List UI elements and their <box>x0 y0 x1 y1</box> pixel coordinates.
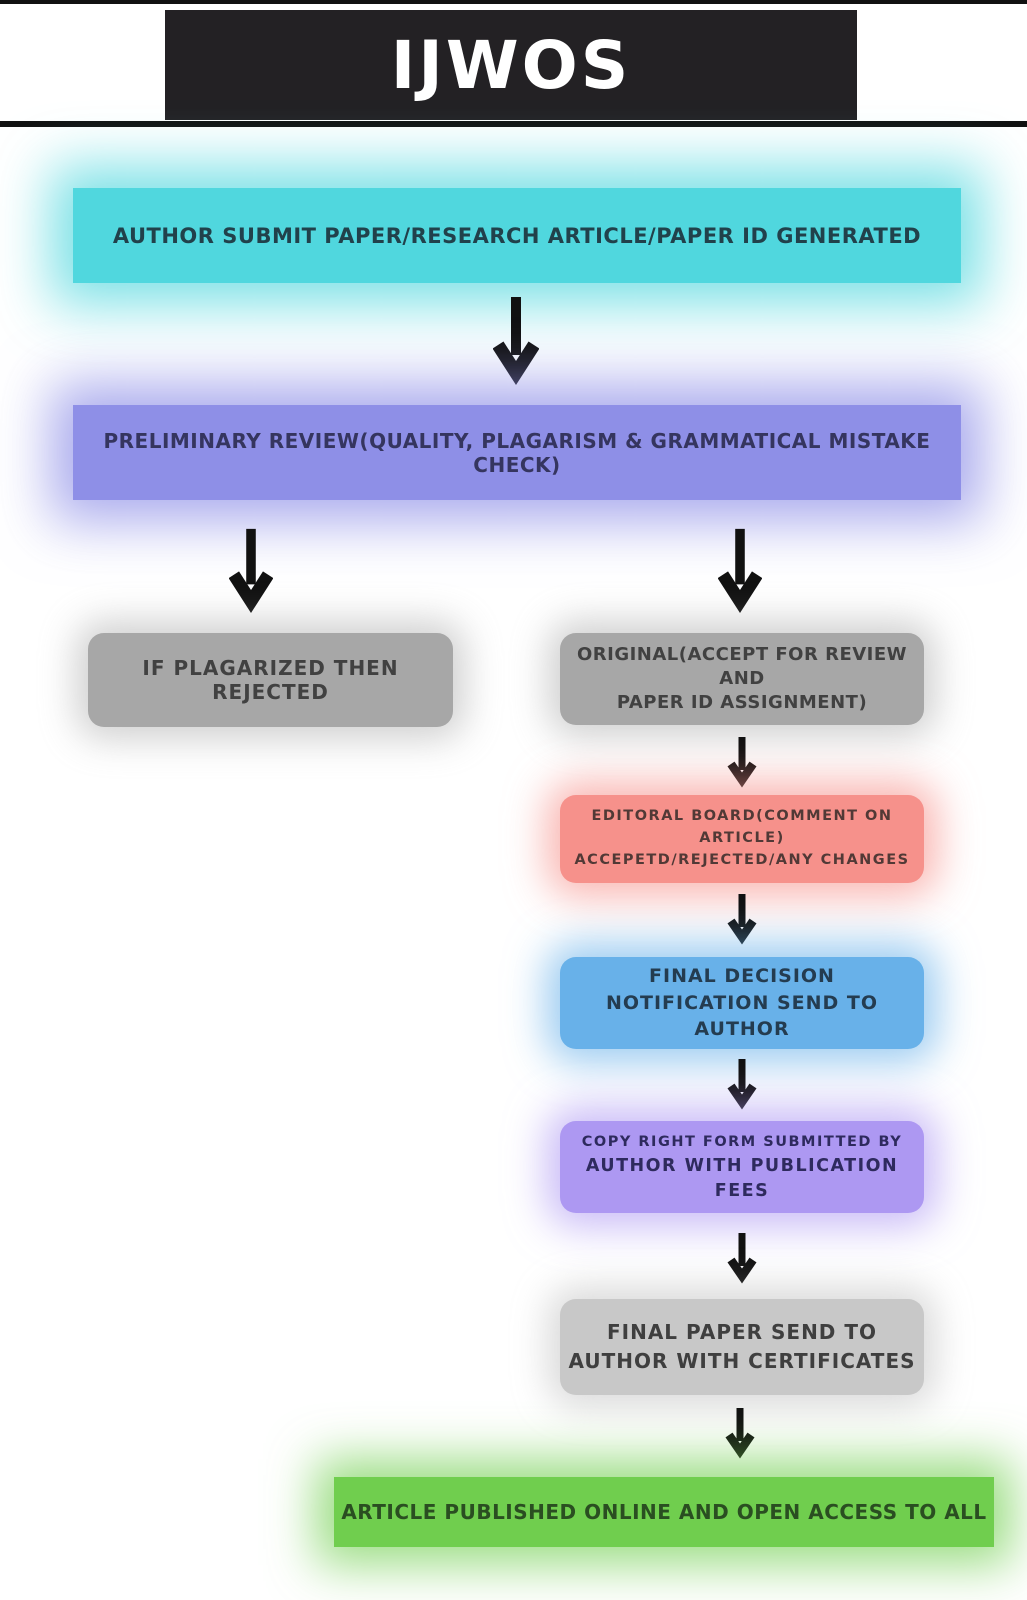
arrow-down-icon <box>725 1406 755 1460</box>
arrow-down-icon <box>493 295 539 385</box>
arrow-down-icon <box>727 893 757 945</box>
flow-node-copyright-form: COPY RIGHT FORM SUBMITTED BY AUTHOR WITH… <box>560 1121 924 1213</box>
flow-node-label: AUTHOR SUBMIT PAPER/RESEARCH ARTICLE/PAP… <box>112 223 922 248</box>
flow-node-editorial-board: EDITORAL BOARD(COMMENT ON ARTICLE) ACCEP… <box>560 795 924 883</box>
flow-node-preliminary-review: PRELIMINARY REVIEW(QUALITY, PLAGARISM & … <box>73 405 961 500</box>
flow-node-original-accept: ORIGINAL(ACCEPT FOR REVIEW AND PAPER ID … <box>560 633 924 725</box>
top-border-line <box>0 0 1027 4</box>
flow-node-final-paper: FINAL PAPER SEND TO AUTHOR WITH CERTIFIC… <box>560 1299 924 1395</box>
journal-logo-banner: IJWOS <box>165 10 857 120</box>
arrow-down-icon <box>718 527 762 613</box>
flow-node-label-line2: NOTIFICATION SEND TO AUTHOR <box>605 991 879 1041</box>
flow-node-label-line2: AUTHOR WITH PUBLICATION FEES <box>585 1156 899 1201</box>
flow-node-author-submit: AUTHOR SUBMIT PAPER/RESEARCH ARTICLE/PAP… <box>73 188 961 283</box>
flow-node-final-decision: FINAL DECISION NOTIFICATION SEND TO AUTH… <box>560 957 924 1049</box>
flow-node-label-line1: COPY RIGHT FORM SUBMITTED BY <box>581 1133 903 1150</box>
arrow-down-icon <box>727 736 757 788</box>
flow-node-label-line1: FINAL PAPER SEND TO <box>606 1320 878 1344</box>
flow-node-label-line1: ORIGINAL(ACCEPT FOR REVIEW AND <box>576 643 908 689</box>
arrow-down-icon <box>727 1058 757 1110</box>
flow-node-published: ARTICLE PUBLISHED ONLINE AND OPEN ACCESS… <box>334 1477 994 1547</box>
header-divider-line <box>0 121 1027 127</box>
flow-node-label: IF PLAGARIZED THEN REJECTED <box>142 656 399 704</box>
arrow-down-icon <box>229 527 273 613</box>
flow-node-label: ARTICLE PUBLISHED ONLINE AND OPEN ACCESS… <box>341 1500 987 1524</box>
flow-node-label-line1: EDITORAL BOARD(COMMENT ON ARTICLE) <box>591 808 893 847</box>
flow-node-rejected: IF PLAGARIZED THEN REJECTED <box>88 633 453 727</box>
journal-title: IJWOS <box>390 26 632 104</box>
flow-node-label-line1: FINAL DECISION <box>649 965 835 988</box>
flow-node-label: PRELIMINARY REVIEW(QUALITY, PLAGARISM & … <box>103 428 931 477</box>
flow-node-label-line2: AUTHOR WITH CERTIFICATES <box>568 1349 916 1373</box>
flow-node-label-line2: PAPER ID ASSIGNMENT) <box>616 692 868 714</box>
flow-node-label-line2: ACCEPETD/REJECTED/ANY CHANGES <box>574 851 910 868</box>
arrow-down-icon <box>727 1232 757 1284</box>
